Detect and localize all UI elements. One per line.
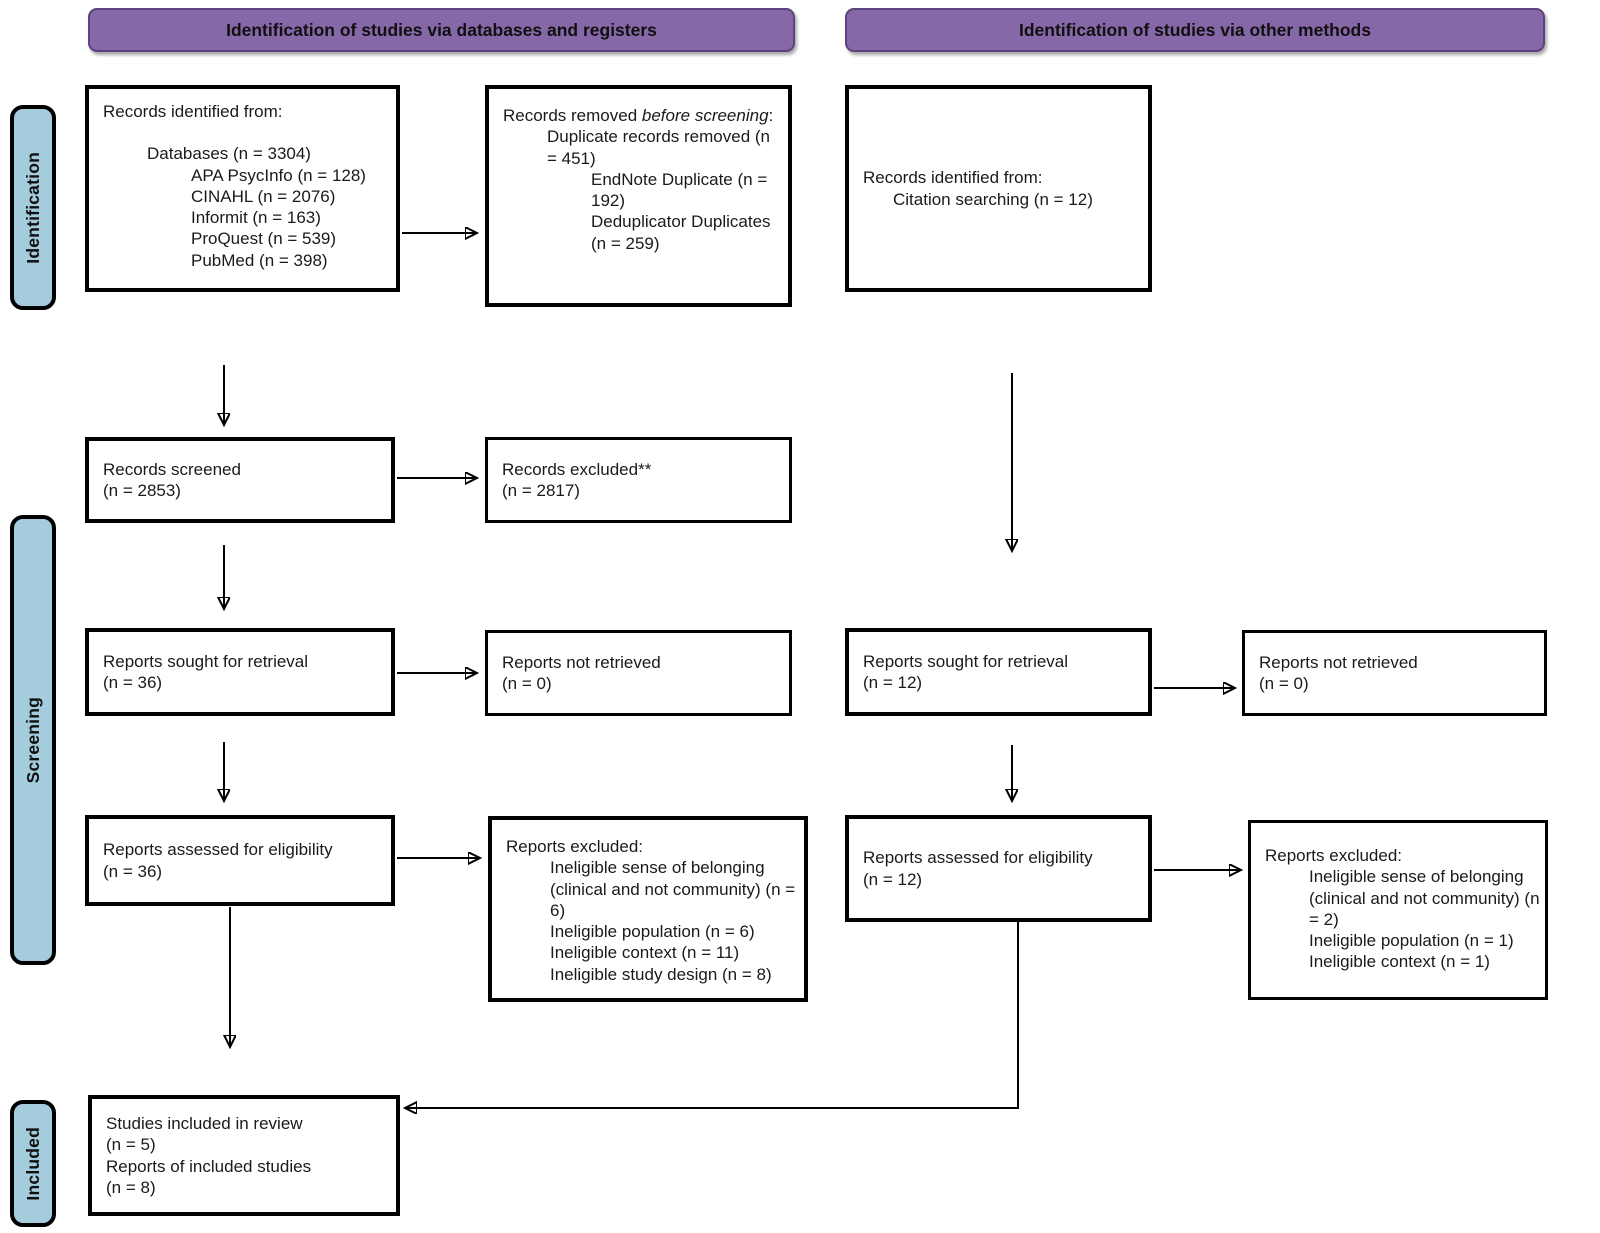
records-removed-group: Duplicate records removed (n = 451) — [547, 127, 770, 168]
reports-excluded-db-item: Ineligible context (n = 11) — [550, 943, 740, 963]
reports-excluded-db-item: Ineligible sense of belonging (clinical … — [550, 858, 796, 920]
stage-label-screening: Screening — [10, 515, 56, 965]
records-identified-db-item: APA PsycInfo (n = 128) — [191, 165, 366, 185]
records-removed-title: Records removed before screening: — [503, 105, 784, 126]
box-reports-sought-other: Reports sought for retrieval (n = 12) — [845, 628, 1152, 716]
studies-included-count: (n = 5) — [106, 1135, 156, 1155]
reports-not-retrieved-other-count: (n = 0) — [1259, 674, 1309, 693]
records-excluded-label: Records excluded** — [502, 459, 652, 479]
reports-not-retrieved-db-label: Reports not retrieved — [502, 652, 661, 672]
records-identified-db-group: Databases (n = 3304) — [147, 144, 311, 164]
records-removed-title-suffix: : — [768, 106, 774, 125]
box-reports-not-retrieved-databases: Reports not retrieved (n = 0) — [485, 630, 792, 716]
reports-excluded-other-item: Ineligible population (n = 1) — [1309, 931, 1514, 950]
stage-label-included: Included — [10, 1100, 56, 1227]
box-reports-assessed-other: Reports assessed for eligibility (n = 12… — [845, 815, 1152, 922]
box-studies-included: Studies included in review (n = 5) Repor… — [88, 1095, 400, 1216]
records-screened-label: Records screened — [103, 459, 241, 479]
records-identified-db-item: CINAHL (n = 2076) — [191, 186, 336, 206]
stage-label-screening-text: Screening — [22, 696, 43, 784]
reports-excluded-db-item: Ineligible study design (n = 8) — [550, 964, 772, 984]
header-other-methods: Identification of studies via other meth… — [845, 8, 1545, 52]
stage-label-identification-text: Identification — [22, 151, 43, 264]
stage-label-included-text: Included — [22, 1126, 43, 1201]
records-identified-db-item: ProQuest (n = 539) — [191, 229, 337, 249]
reports-assessed-other-label: Reports assessed for eligibility — [863, 848, 1093, 868]
reports-included-count: (n = 8) — [106, 1177, 156, 1197]
records-excluded-count: (n = 2817) — [502, 481, 580, 500]
reports-not-retrieved-db-count: (n = 0) — [502, 674, 552, 693]
records-identified-other-item: Citation searching (n = 12) — [893, 189, 1093, 209]
reports-assessed-other-count: (n = 12) — [863, 869, 923, 889]
box-reports-excluded-other: Reports excluded: Ineligible sense of be… — [1248, 820, 1548, 1000]
records-identified-db-intro: Records identified from: — [103, 102, 283, 121]
records-removed-item: Deduplicator Duplicates (n = 259) — [591, 212, 771, 253]
reports-excluded-other-title: Reports excluded: — [1265, 846, 1403, 865]
reports-sought-other-count: (n = 12) — [863, 673, 923, 692]
stage-label-identification: Identification — [10, 105, 56, 310]
records-removed-title-prefix: Records removed — [503, 106, 642, 125]
box-reports-assessed-databases: Reports assessed for eligibility (n = 36… — [85, 815, 395, 906]
records-identified-db-item: Informit (n = 163) — [191, 208, 321, 227]
reports-excluded-other-item: Ineligible context (n = 1) — [1309, 952, 1490, 972]
box-records-removed-before-screening: Records removed before screening: Duplic… — [485, 85, 792, 307]
records-screened-count: (n = 2853) — [103, 481, 181, 500]
box-reports-excluded-databases: Reports excluded: Ineligible sense of be… — [488, 816, 808, 1002]
box-records-screened: Records screened (n = 2853) — [85, 437, 395, 523]
records-removed-title-italic: before screening — [641, 106, 769, 125]
records-identified-db-item: PubMed (n = 398) — [191, 250, 328, 270]
reports-excluded-other-item: Ineligible sense of belonging (clinical … — [1309, 867, 1540, 929]
records-identified-other-intro: Records identified from: — [863, 168, 1043, 188]
box-records-identified-databases: Records identified from: Databases (n = … — [85, 85, 400, 292]
box-reports-sought-databases: Reports sought for retrieval (n = 36) — [85, 628, 395, 716]
reports-sought-db-count: (n = 36) — [103, 673, 163, 692]
reports-excluded-db-item: Ineligible population (n = 6) — [550, 922, 755, 941]
reports-sought-other-label: Reports sought for retrieval — [863, 651, 1069, 671]
box-records-identified-other: Records identified from: Citation search… — [845, 85, 1152, 292]
reports-assessed-db-label: Reports assessed for eligibility — [103, 840, 333, 860]
reports-assessed-db-count: (n = 36) — [103, 861, 163, 881]
reports-excluded-db-title: Reports excluded: — [506, 837, 644, 856]
header-databases-registers: Identification of studies via databases … — [88, 8, 795, 52]
box-reports-not-retrieved-other: Reports not retrieved (n = 0) — [1242, 630, 1547, 716]
box-records-excluded: Records excluded** (n = 2817) — [485, 437, 792, 523]
reports-sought-db-label: Reports sought for retrieval — [103, 651, 309, 671]
reports-not-retrieved-other-label: Reports not retrieved — [1259, 652, 1418, 672]
records-removed-item: EndNote Duplicate (n = 192) — [591, 169, 768, 210]
studies-included-label: Studies included in review — [106, 1114, 303, 1133]
reports-included-label: Reports of included studies — [106, 1156, 312, 1176]
